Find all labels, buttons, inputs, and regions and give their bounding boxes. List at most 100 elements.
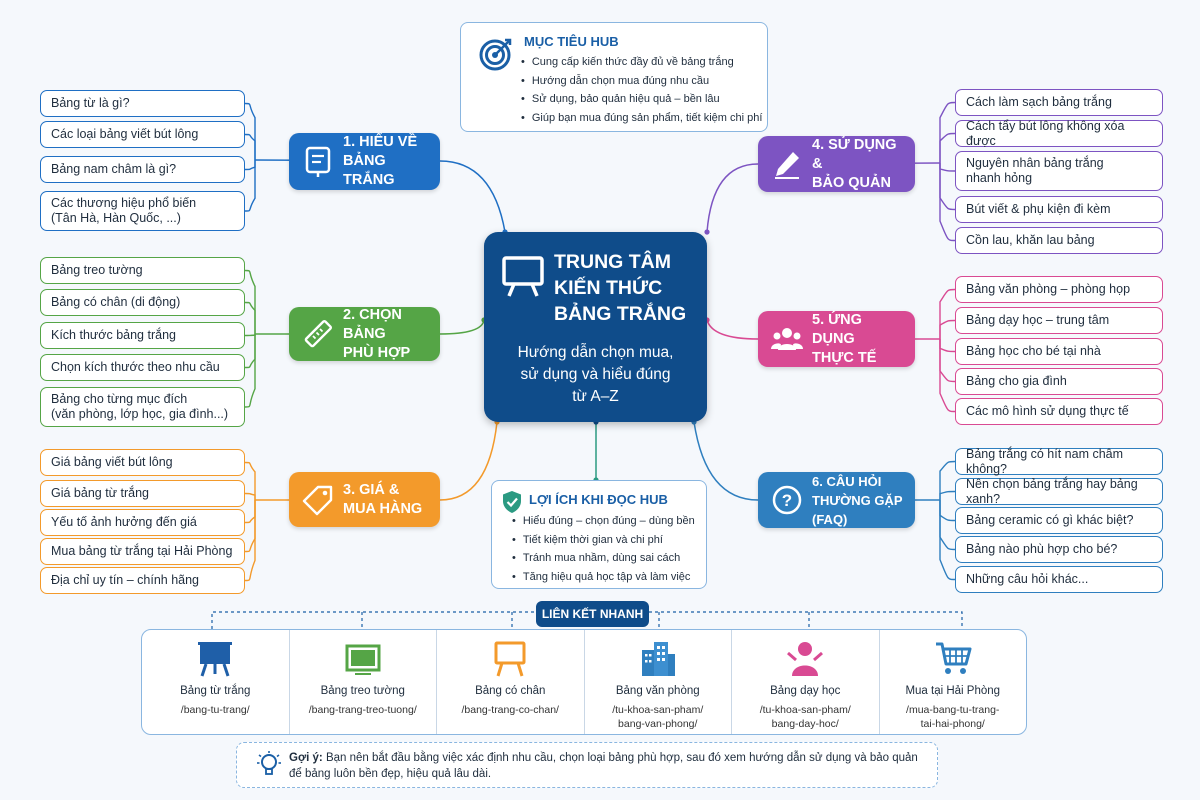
sub-item[interactable]: Các loại bảng viết bút lông	[40, 121, 245, 148]
category-choose[interactable]: 2. CHỌN BẢNG PHÙ HỢP	[289, 307, 440, 361]
goal-item: Sử dụng, bảo quản hiệu quả – bền lâu	[521, 90, 762, 109]
quick-link-name: Bảng văn phòng	[615, 685, 700, 697]
category-faq[interactable]: ? 6. CÂU HỎI THƯỜNG GẶP (FAQ)	[758, 472, 915, 528]
category-application[interactable]: 5. ỨNG DỤNG THỰC TẾ	[758, 311, 915, 367]
sub-item[interactable]: Cách làm sạch bảng trắng	[955, 89, 1163, 116]
quick-link[interactable]: Bảng treo tường /bang-trang-treo-tuong/	[288, 630, 437, 734]
tip-text: Bạn nên bắt đầu bằng việc xác định nhu c…	[289, 752, 918, 780]
teacher-icon	[787, 642, 824, 676]
category-label: 6. CÂU HỎI THƯỜNG GẶP (FAQ)	[812, 473, 903, 527]
sub-item[interactable]: Bảng trắng có hít nam châm không?	[955, 446, 1163, 476]
svg-text:?: ?	[782, 491, 792, 510]
category-label: 1. HIỂU VỀ BẢNG TRẮNG	[343, 134, 418, 188]
sub-item-label: Giá bảng từ trắng	[51, 486, 150, 500]
sub-item-label: Bảng cho gia đình	[966, 374, 1067, 388]
sub-item[interactable]: Bút viết & phụ kiện đi kèm	[955, 196, 1163, 223]
quick-link-name: Bảng có chân	[475, 685, 546, 697]
connector-line	[244, 492, 256, 500]
connector-line	[939, 490, 956, 500]
quick-link[interactable]: Bảng dạy học /tu-khoa-san-pham/ bang-day…	[731, 630, 879, 734]
quick-link-path: /bang-trang-treo-tuong/	[308, 704, 417, 716]
connector-line	[244, 334, 256, 408]
connector-line	[244, 500, 256, 553]
connector-line	[939, 339, 956, 413]
sub-item[interactable]: Kích thước bảng trắng	[40, 322, 245, 349]
sub-item[interactable]: Bảng học cho bé tại nhà	[955, 338, 1163, 365]
sub-item[interactable]: Nguyên nhân bảng trắng nhanh hỏng	[955, 151, 1163, 191]
connector-line	[706, 319, 759, 340]
benefit-item: Tránh mua nhầm, dùng sai cách	[512, 549, 695, 568]
quick-link[interactable]: Bảng từ trắng /bang-tu-trang/	[142, 630, 289, 734]
sub-item-label: Những câu hỏi khác...	[966, 572, 1089, 586]
sub-item[interactable]: Địa chỉ uy tín – chính hãng	[40, 567, 245, 594]
connector-line	[706, 163, 759, 233]
connector-line	[939, 339, 956, 383]
sub-item-label: Giá bảng viết bút lông	[51, 455, 173, 469]
sub-item[interactable]: Mua bảng từ trắng tại Hải Phòng	[40, 538, 245, 565]
target-icon	[479, 38, 512, 71]
sub-item[interactable]: Các mô hình sử dụng thực tế	[955, 398, 1163, 425]
sub-item[interactable]: Giá bảng từ trắng	[40, 480, 245, 507]
category-usage[interactable]: 4. SỬ DỤNG & BẢO QUẢN	[758, 136, 915, 192]
benefit-item: Hiểu đúng – chọn đúng – dùng bền	[512, 512, 695, 531]
connector-line	[939, 460, 956, 500]
sub-item-label: Bảng dạy học – trung tâm	[966, 313, 1110, 327]
connector-line	[939, 132, 956, 163]
sub-item-label: Bảng trắng có hít nam châm không?	[966, 446, 1124, 476]
connector-line	[939, 500, 956, 551]
sub-item-label: Cách tẩy bút lông không xóa được	[966, 118, 1125, 148]
document-icon	[301, 145, 335, 179]
quick-link[interactable]: Mua tại Hải Phòng /mua-bang-tu-trang- ta…	[878, 630, 1027, 734]
quick-link-name: Bảng treo tường	[320, 685, 405, 697]
sub-item[interactable]: Giá bảng viết bút lông	[40, 449, 245, 476]
sub-item[interactable]: Bảng có chân (di động)	[40, 289, 245, 316]
sub-item[interactable]: Bảng treo tường	[40, 257, 245, 284]
goal-item: Giúp bạn mua đúng sản phẩm, tiết kiệm ch…	[521, 109, 763, 128]
sub-item-label: Bảng nào phù hợp cho bé?	[966, 542, 1118, 556]
quick-link-path: /bang-trang-co-chan/	[461, 704, 559, 716]
category-understand[interactable]: 1. HIỂU VỀ BẢNG TRẮNG	[289, 133, 440, 190]
sub-item[interactable]: Yếu tố ảnh hưởng đến giá	[40, 509, 245, 536]
sub-item-label: Bảng học cho bé tại nhà	[966, 344, 1101, 358]
office-building-icon	[641, 642, 675, 676]
sub-item[interactable]: Cồn lau, khăn lau bảng	[955, 227, 1163, 254]
quick-link[interactable]: Bảng văn phòng /tu-khoa-san-pham/ bang-v…	[583, 630, 732, 734]
sub-item[interactable]: Nên chọn bảng trắng hay bảng xanh?	[955, 476, 1163, 506]
sub-item[interactable]: Bảng cho gia đình	[955, 368, 1163, 395]
connector-line	[939, 319, 956, 339]
tip-label: Gợi ý:	[289, 752, 323, 764]
sub-item[interactable]: Cách tẩy bút lông không xóa được	[955, 118, 1163, 148]
benefits-card: LỢI ÍCH KHI ĐỌC HUB Hiểu đúng – chọn đún…	[491, 480, 707, 589]
sub-item[interactable]: Bảng nam châm là gì?	[40, 156, 245, 183]
category-label: 5. ỨNG DỤNG THỰC TẾ	[812, 311, 877, 366]
connector-line	[439, 160, 506, 233]
quick-link[interactable]: Bảng có chân /bang-trang-co-chan/	[436, 630, 584, 734]
sub-item[interactable]: Bảng nào phù hợp cho bé?	[955, 536, 1163, 563]
connector-line	[939, 288, 956, 339]
connector-line	[244, 269, 256, 334]
quick-link-path: /mua-bang-tu-trang- tai-hai-phong/	[906, 704, 1000, 730]
quick-link-name: Mua tại Hải Phòng	[905, 685, 1001, 697]
quick-link-path: /tu-khoa-san-pham/ bang-day-hoc/	[759, 704, 851, 730]
connector-line	[939, 339, 956, 353]
sub-item[interactable]: Bảng từ là gì?	[40, 90, 245, 117]
category-price[interactable]: 3. GIÁ & MUA HÀNG	[289, 472, 440, 527]
sub-item[interactable]: Bảng ceramic có gì khác biệt?	[955, 507, 1163, 534]
sub-item[interactable]: Các thương hiệu phổ biến (Tân Hà, Hàn Qu…	[40, 191, 245, 231]
sub-item[interactable]: Chọn kích thước theo nhu cầu	[40, 354, 245, 381]
goal-item: Cung cấp kiến thức đầy đủ về bảng trắng	[521, 53, 762, 72]
sub-item[interactable]: Bảng cho từng mục đích (văn phòng, lớp h…	[40, 387, 245, 427]
center-title: TRUNG TÂM KIẾN THỨC BẢNG TRẮNG	[554, 251, 687, 325]
sub-item-label: Nên chọn bảng trắng hay bảng xanh?	[966, 476, 1138, 506]
sub-item-label: Bảng cho từng mục đích (văn phòng, lớp h…	[51, 392, 229, 421]
benefits-title: LỢI ÍCH KHI ĐỌC HUB	[529, 492, 668, 507]
sub-item[interactable]: Bảng văn phòng – phòng họp	[955, 276, 1163, 303]
quick-link-path: /bang-tu-trang/	[180, 704, 250, 716]
connector-line	[244, 160, 256, 171]
connector-dot	[704, 229, 710, 235]
connector-line	[244, 301, 256, 334]
sub-item[interactable]: Bảng dạy học – trung tâm	[955, 307, 1163, 334]
sub-item[interactable]: Những câu hỏi khác...	[955, 566, 1163, 593]
sub-item-label: Chọn kích thước theo nhu cầu	[51, 360, 220, 374]
sub-item-label: Bảng văn phòng – phòng họp	[966, 282, 1131, 296]
